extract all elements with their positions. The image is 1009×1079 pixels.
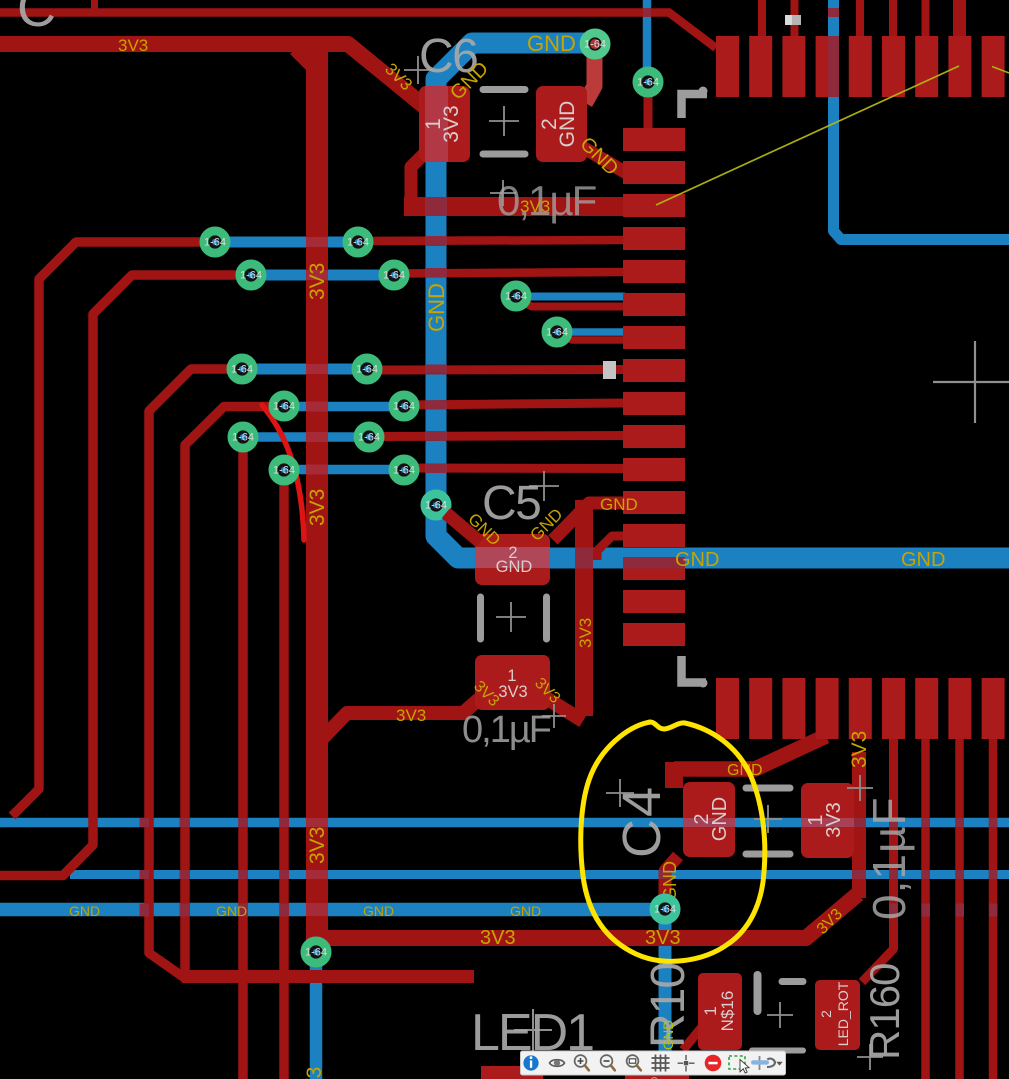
svg-text:1: 1: [422, 118, 445, 130]
svg-text:2: 2: [538, 118, 561, 130]
svg-text:GND: GND: [901, 549, 945, 571]
svg-text:3V3: 3V3: [480, 927, 516, 949]
svg-text:1-64: 1-64: [637, 77, 659, 89]
svg-text:2: 2: [691, 813, 713, 824]
svg-text:1-64: 1-64: [584, 39, 606, 51]
svg-text:3V3: 3V3: [440, 105, 463, 142]
svg-text:1-64: 1-64: [356, 364, 378, 376]
svg-text:GND: GND: [709, 797, 731, 841]
svg-text:GND: GND: [424, 283, 449, 332]
svg-text:GND: GND: [363, 903, 394, 919]
svg-text:1-64: 1-64: [425, 500, 447, 512]
svg-text:GND: GND: [675, 549, 719, 571]
svg-text:1-64: 1-64: [204, 237, 226, 249]
svg-text:GND: GND: [216, 903, 247, 919]
svg-text:1: 1: [805, 814, 827, 825]
svg-text:GND: GND: [556, 101, 579, 148]
svg-text:R160: R160: [861, 964, 908, 1060]
svg-text:0,1µF: 0,1µF: [497, 177, 596, 224]
svg-text:3V3: 3V3: [848, 731, 871, 768]
svg-text:1: 1: [701, 1006, 720, 1015]
svg-text:1-64: 1-64: [654, 904, 676, 916]
svg-text:GND: GND: [727, 762, 763, 779]
svg-text:1-64: 1-64: [231, 364, 253, 376]
svg-text:1-64: 1-64: [240, 270, 262, 282]
svg-text:1-64: 1-64: [232, 432, 254, 444]
svg-text:3V3: 3V3: [645, 927, 681, 949]
svg-text:3V3: 3V3: [520, 197, 550, 216]
svg-text:2: 2: [508, 544, 517, 562]
svg-text:GND: GND: [510, 903, 541, 919]
svg-text:C6: C6: [419, 30, 477, 83]
svg-text:N$16: N$16: [718, 991, 737, 1032]
svg-text:3V3: 3V3: [396, 706, 426, 725]
svg-text:1-64: 1-64: [347, 237, 369, 249]
svg-text:1-64: 1-64: [305, 947, 327, 959]
svg-text:C: C: [17, 0, 56, 38]
svg-text:GND: GND: [69, 903, 100, 919]
svg-text:3V3: 3V3: [118, 36, 148, 55]
svg-text:C5: C5: [482, 477, 540, 530]
svg-text:1-64: 1-64: [505, 291, 527, 303]
svg-text:1-64: 1-64: [393, 401, 415, 413]
svg-text:1-64: 1-64: [393, 465, 415, 477]
svg-text:3V3: 3V3: [306, 263, 329, 300]
svg-text:3V3: 3V3: [306, 827, 329, 864]
svg-text:R10: R10: [642, 963, 695, 1048]
svg-text:1-64: 1-64: [358, 432, 380, 444]
svg-text:1: 1: [507, 667, 516, 685]
svg-text:1-64: 1-64: [546, 327, 568, 339]
svg-text:GND: GND: [661, 1020, 676, 1050]
svg-text:C4: C4: [612, 785, 672, 858]
svg-text:3V3: 3V3: [576, 618, 595, 648]
svg-text:2: 2: [818, 1010, 834, 1018]
svg-text:1-64: 1-64: [383, 270, 405, 282]
svg-text:LED_ROT: LED_ROT: [835, 981, 851, 1046]
svg-text:0,1µF: 0,1µF: [462, 709, 551, 751]
svg-text:0,1µF: 0,1µF: [863, 796, 915, 920]
svg-text:GND: GND: [496, 558, 533, 576]
svg-text:3V3: 3V3: [306, 489, 329, 526]
svg-text:GND: GND: [660, 861, 680, 901]
svg-text:1-64: 1-64: [273, 465, 295, 477]
svg-text:3V3: 3V3: [303, 1067, 326, 1079]
svg-text:3V3: 3V3: [498, 683, 527, 701]
svg-text:1-64: 1-64: [273, 401, 295, 413]
svg-text:GND: GND: [527, 31, 576, 56]
svg-text:2: 2: [650, 1074, 658, 1079]
svg-text:GND: GND: [600, 495, 638, 514]
svg-text:3V3: 3V3: [823, 802, 845, 838]
